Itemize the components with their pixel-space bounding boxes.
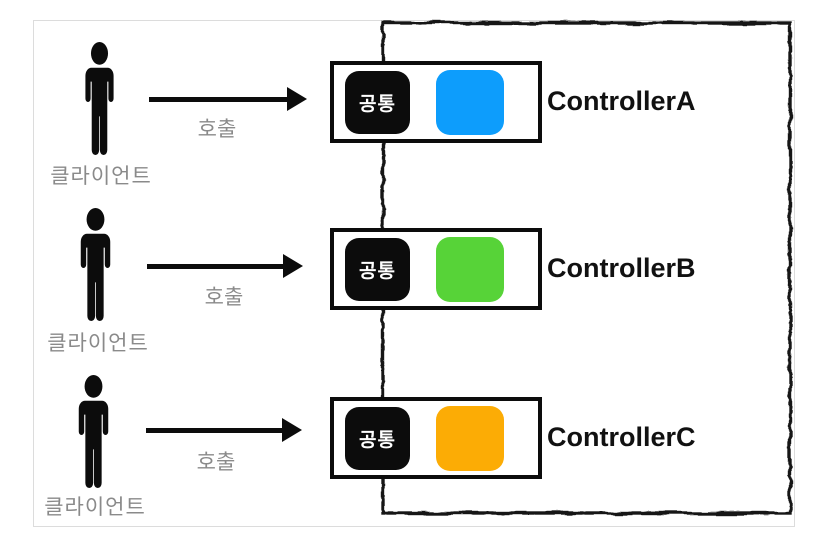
- client-person-icon: [78, 42, 121, 157]
- call-arrow-icon: [147, 254, 303, 278]
- call-arrow-icon: [149, 87, 307, 111]
- controller-c-box: 공통: [330, 397, 542, 479]
- call-arrow-icon: [146, 418, 302, 442]
- common-logic-chip: 공통: [345, 237, 410, 301]
- controller-a-label: ControllerA: [547, 86, 696, 116]
- controller-b-box: 공통: [330, 228, 542, 310]
- controller-b-label: ControllerB: [547, 253, 696, 283]
- controller-b-specific-chip: [436, 236, 504, 302]
- client-person-icon: [73, 208, 118, 323]
- call-label: 호출: [196, 451, 236, 474]
- common-logic-chip: 공통: [345, 70, 410, 134]
- call-label: 호출: [197, 118, 237, 141]
- client-person-icon: [71, 375, 116, 490]
- client-label: 클라이언트: [50, 165, 152, 188]
- client-label: 클라이언트: [47, 332, 149, 355]
- call-label: 호출: [204, 286, 244, 309]
- controller-c-label: ControllerC: [547, 422, 696, 452]
- client-label: 클라이언트: [44, 496, 146, 519]
- controller-a-box: 공통: [330, 61, 542, 143]
- common-logic-chip: 공통: [345, 406, 410, 470]
- controller-a-specific-chip: [436, 69, 504, 135]
- controller-c-specific-chip: [436, 405, 504, 471]
